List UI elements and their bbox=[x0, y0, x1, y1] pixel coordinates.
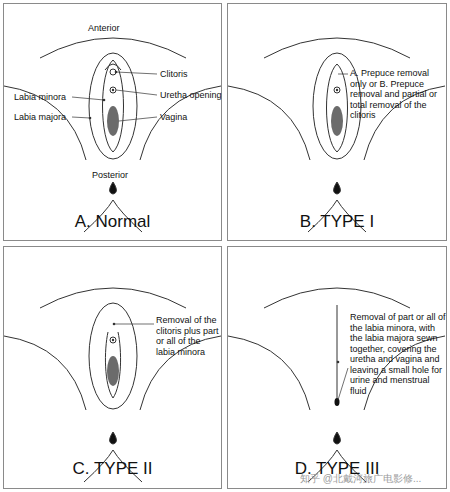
labia-minora-remnant bbox=[105, 332, 120, 398]
annotation-note: Removal of the clitoris plus part or all… bbox=[156, 315, 222, 357]
leader-line bbox=[116, 72, 157, 74]
panel-caption: C. TYPE II bbox=[4, 459, 221, 479]
leader-line bbox=[72, 117, 90, 118]
panel-box: B. TYPE I bbox=[227, 3, 447, 241]
leader-dot bbox=[113, 323, 116, 326]
type-one-anatomy bbox=[228, 38, 445, 232]
labia-minora bbox=[327, 64, 348, 152]
leader-dot bbox=[89, 117, 92, 120]
labia-minora bbox=[103, 60, 124, 152]
urethra-opening bbox=[112, 339, 114, 341]
urethra-opening bbox=[336, 89, 338, 91]
urethra-ring bbox=[110, 87, 116, 93]
leader-line bbox=[72, 97, 104, 100]
vagina bbox=[331, 106, 343, 136]
urethra-ring bbox=[110, 337, 116, 343]
watermark: 知乎 @北戴河旅广电影修... bbox=[300, 474, 448, 485]
orientation-label: Posterior bbox=[92, 170, 152, 181]
leader-dots bbox=[89, 71, 118, 120]
leader-line bbox=[119, 117, 157, 121]
leader-line bbox=[116, 90, 157, 95]
body-outline bbox=[228, 38, 445, 232]
panel-caption: B. TYPE I bbox=[228, 212, 446, 232]
panel-box: C. TYPE II bbox=[3, 246, 222, 489]
type-two-anatomy bbox=[4, 288, 221, 482]
normal-anatomy bbox=[4, 38, 221, 232]
vagina bbox=[107, 356, 119, 386]
leader-lines bbox=[72, 72, 157, 121]
part-name: Clitoris bbox=[160, 69, 220, 80]
part-name: Labia minora bbox=[14, 92, 74, 103]
annotation-note: Removal of part or all of the labia mino… bbox=[350, 312, 448, 396]
leader-line bbox=[114, 324, 154, 325]
small-hole bbox=[335, 398, 340, 406]
leader-dot bbox=[337, 361, 340, 364]
part-name: Uretha opening bbox=[160, 90, 222, 101]
sewn-seam bbox=[337, 305, 338, 398]
leader-dot bbox=[115, 71, 118, 74]
body-outline bbox=[4, 38, 221, 232]
orientation-label: Anterior bbox=[88, 23, 148, 34]
leader-line bbox=[338, 74, 348, 75]
urethra-ring bbox=[334, 87, 340, 93]
panel-caption: A. Normal bbox=[4, 212, 221, 232]
annotation-note: A. Prepuce removal only or B. Prepuce re… bbox=[350, 68, 446, 121]
leader-dot bbox=[103, 99, 106, 102]
labia-majora bbox=[89, 303, 137, 409]
vagina bbox=[107, 106, 119, 136]
part-name: Labia majora bbox=[14, 112, 74, 123]
body-outline bbox=[4, 288, 221, 482]
leader-line bbox=[338, 368, 348, 400]
part-name: Vagina bbox=[160, 112, 220, 123]
urethra-opening bbox=[112, 89, 114, 91]
labia-majora bbox=[89, 53, 137, 159]
